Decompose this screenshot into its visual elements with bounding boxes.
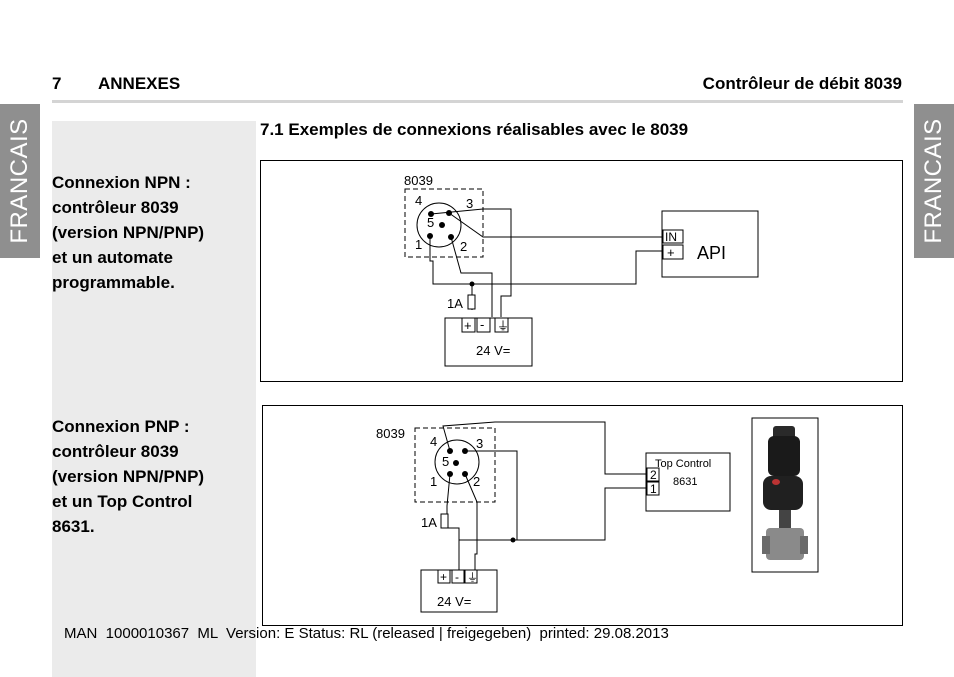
npn-description-line: Connexion NPN :	[52, 173, 191, 192]
npn-plc-input: +	[667, 245, 675, 260]
pnp-pin-label: 5	[442, 454, 449, 469]
pnp-pin-label: 2	[473, 474, 480, 489]
npn-supply-label: 24 V=	[476, 343, 510, 358]
npn-plc-box	[661, 210, 759, 278]
npn-supply-terminal: ⏚	[497, 319, 509, 333]
header-rule	[52, 100, 903, 103]
pnp-description-line: (version NPN/PNP)	[52, 467, 205, 486]
pnp-fuse-label: 1A	[421, 515, 437, 530]
npn-junction	[469, 281, 475, 287]
npn-wiring-svg: 8039 4 3 5 1 2 1A + - ⏚ 24 V=	[404, 173, 759, 367]
npn-wiring-diagram: 8039 4 3 5 1 2 1A + - ⏚ 24 V=	[260, 160, 903, 382]
pnp-description: Connexion PNP : contrôleur 8039 (version…	[52, 414, 252, 539]
pnp-top-control-title: Top Control	[655, 458, 711, 470]
npn-connector-circle	[416, 202, 462, 248]
pnp-pin-5	[453, 460, 459, 466]
npn-supply-terminal: +	[464, 318, 472, 333]
pnp-supply-terminal: -	[455, 570, 459, 584]
top-control-photo	[762, 426, 808, 560]
npn-description: Connexion NPN : contrôleur 8039 (version…	[52, 170, 252, 295]
section-title: 7.1 Exemples de connexions réalisables a…	[260, 120, 689, 139]
npn-description-line: programmable.	[52, 273, 175, 292]
pnp-pin-label: 3	[476, 436, 483, 451]
description-sidebar	[52, 121, 256, 677]
pnp-connector-outline	[414, 427, 496, 503]
npn-supply-terminal: -	[480, 317, 484, 332]
pnp-device-label: 8039	[376, 426, 405, 441]
pnp-description-line: et un Top Control	[52, 492, 193, 511]
npn-device-label: 8039	[404, 173, 433, 188]
npn-plc-label: API	[697, 243, 726, 263]
pnp-supply-label: 24 V=	[437, 594, 471, 609]
pnp-junction	[510, 537, 516, 543]
npn-fuse-symbol	[467, 294, 476, 310]
language-tab-left-label: FRANCAIS	[6, 118, 33, 244]
pnp-wiring-svg: 8039 4 3 5 1 2 1A + - ⏚ 24 V= 2	[376, 417, 819, 613]
pnp-pin-label: 1	[430, 474, 437, 489]
pnp-wiring-diagram: 8039 4 3 5 1 2 1A + - ⏚ 24 V= 2	[262, 405, 903, 626]
npn-pin-label: 2	[460, 239, 467, 254]
npn-description-line: et un automate	[52, 248, 173, 267]
pnp-top-control-model: 8631	[673, 476, 697, 488]
npn-pin-5	[439, 222, 445, 228]
language-tab-right: FRANCAIS	[914, 104, 954, 258]
npn-pin-label: 4	[415, 193, 422, 208]
document-title: Contrôleur de débit 8039	[702, 74, 902, 93]
language-tab-right-label: FRANCAIS	[920, 118, 947, 244]
chapter-number: 7	[52, 74, 62, 93]
pnp-description-line: contrôleur 8039	[52, 442, 179, 461]
pnp-wires	[442, 421, 647, 570]
pnp-top-control-box	[645, 452, 731, 512]
print-footer: MAN 1000010367 ML Version: E Status: RL …	[64, 625, 669, 642]
npn-pin-label: 3	[466, 196, 473, 211]
npn-wires	[429, 208, 663, 317]
pnp-top-control-terminal: 2	[650, 468, 657, 482]
pnp-fuse-symbol	[440, 513, 449, 529]
pnp-description-line: Connexion PNP :	[52, 417, 190, 436]
npn-plc-input: IN	[665, 230, 677, 244]
pnp-top-control-terminal: 1	[650, 482, 657, 496]
pnp-description-line: 8631.	[52, 517, 95, 536]
npn-fuse-label: 1A	[447, 296, 463, 311]
pnp-supply-terminal: ⏚	[467, 571, 478, 584]
chapter-title: ANNEXES	[98, 74, 181, 93]
npn-pin-label: 1	[415, 237, 422, 252]
npn-description-line: contrôleur 8039	[52, 198, 179, 217]
pnp-connector-circle	[434, 439, 480, 485]
language-tab-left: FRANCAIS	[0, 104, 40, 258]
npn-pin-label: 5	[427, 215, 434, 230]
npn-description-line: (version NPN/PNP)	[52, 223, 205, 242]
npn-power-supply	[444, 317, 533, 367]
pnp-pin-label: 4	[430, 434, 437, 449]
pnp-supply-terminal: +	[440, 570, 447, 584]
npn-connector-outline	[404, 188, 484, 258]
